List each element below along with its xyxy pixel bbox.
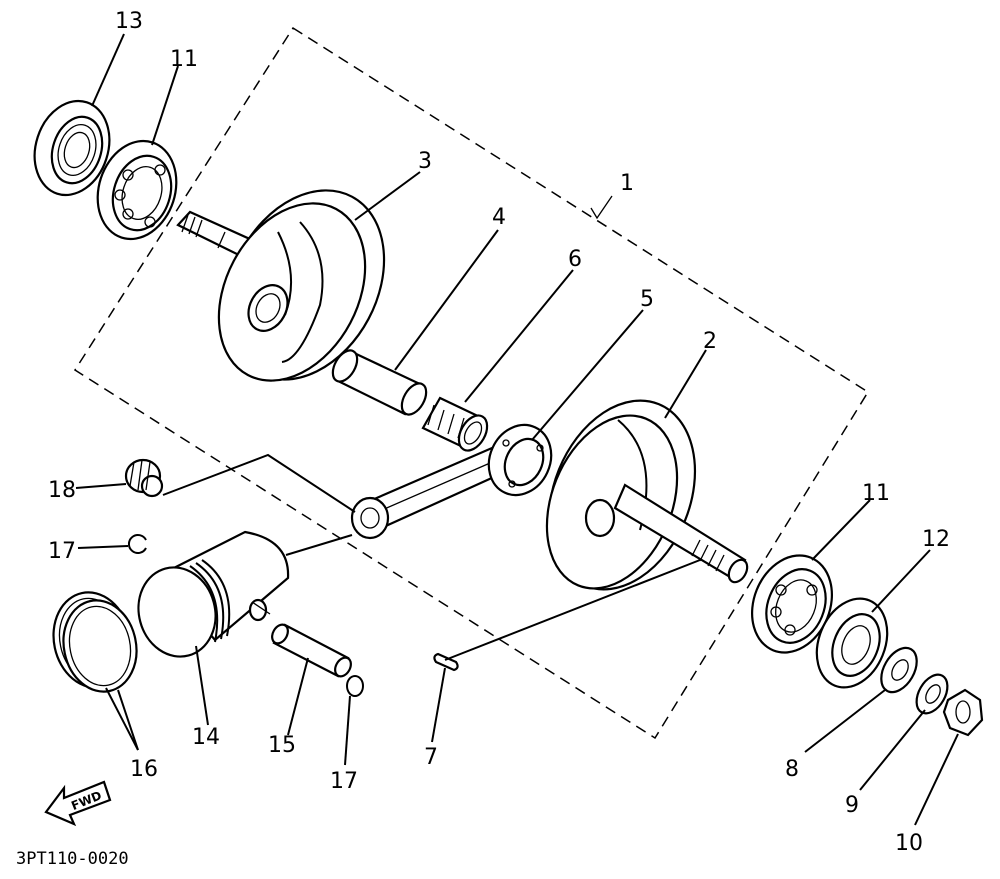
piston-pin-clip-left-part bbox=[127, 534, 147, 554]
callout-17-left: 17 bbox=[48, 539, 76, 564]
callout-18: 18 bbox=[48, 478, 76, 503]
piston-ring-set-part bbox=[52, 591, 138, 693]
crank-left-part bbox=[176, 189, 386, 382]
woodruff-key-part bbox=[433, 652, 459, 672]
oil-seal-right-part bbox=[815, 597, 889, 689]
connecting-rod-part bbox=[350, 423, 553, 540]
callout-12: 12 bbox=[922, 527, 950, 552]
crank-right-part bbox=[545, 399, 749, 591]
main-bearing-right-part bbox=[750, 554, 834, 654]
callout-8: 8 bbox=[785, 757, 799, 782]
callout-13: 13 bbox=[115, 9, 143, 34]
callout-4: 4 bbox=[492, 205, 506, 230]
oil-seal-left-part bbox=[33, 99, 111, 197]
piston-pin-part bbox=[271, 623, 352, 678]
leader-lines bbox=[75, 33, 959, 826]
callout-2: 2 bbox=[703, 329, 717, 354]
callout-9: 9 bbox=[845, 793, 859, 818]
diagram-code: 3PT110-0020 bbox=[16, 849, 129, 869]
callout-1: 1 bbox=[620, 171, 634, 196]
crank-pin-part bbox=[331, 349, 428, 416]
callout-3: 3 bbox=[418, 149, 432, 174]
callout-14: 14 bbox=[192, 725, 220, 750]
forward-direction-arrow: FWD bbox=[44, 780, 112, 827]
callout-15: 15 bbox=[268, 733, 296, 758]
piston-pin-clip-right-part bbox=[346, 675, 364, 697]
plain-washer-part bbox=[880, 646, 918, 694]
needle-bearing-big-end-part bbox=[421, 396, 489, 452]
callout-6: 6 bbox=[568, 247, 582, 272]
piston-part bbox=[137, 530, 290, 658]
callout-17-right: 17 bbox=[330, 769, 358, 794]
callout-16: 16 bbox=[130, 757, 158, 782]
lock-washer-part bbox=[915, 673, 949, 715]
callout-11-right: 11 bbox=[862, 481, 890, 506]
callout-7: 7 bbox=[424, 745, 438, 770]
crankshaft-assembly-boundary bbox=[73, 26, 870, 740]
callout-labels: 13 11 3 1 4 6 5 2 18 11 12 17 14 15 7 16… bbox=[48, 9, 950, 856]
main-bearing-left-part bbox=[96, 139, 178, 241]
nut-part bbox=[942, 688, 984, 737]
callout-10: 10 bbox=[895, 831, 923, 856]
callout-11-left: 11 bbox=[170, 47, 198, 72]
callout-5: 5 bbox=[640, 287, 654, 312]
needle-bearing-small-end-part bbox=[124, 458, 164, 498]
